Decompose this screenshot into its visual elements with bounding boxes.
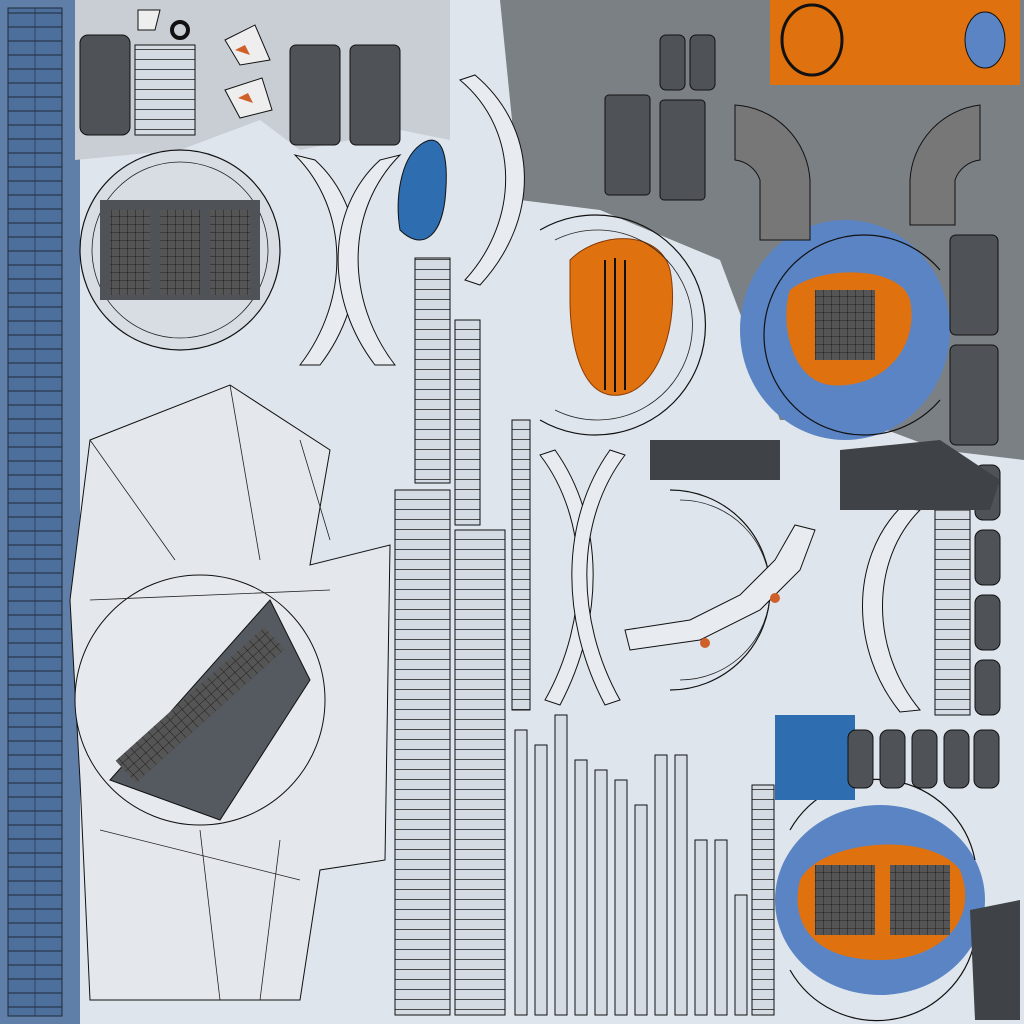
ring-orange-right (740, 220, 950, 440)
left-striped-strip (7, 7, 63, 1017)
top-left-panels (79, 9, 401, 146)
ring-middle-right (624, 489, 816, 691)
ring-orange-center (539, 214, 706, 436)
ring-orange-bottom-right (775, 778, 985, 1022)
blue-patch-top (397, 139, 447, 241)
vertical-strips (394, 257, 971, 1016)
dark-pads (604, 34, 1020, 1020)
fan-panel (69, 384, 391, 1001)
curved-strips (293, 74, 922, 713)
ring-top-left (79, 149, 281, 351)
top-right-orange-shapes (734, 0, 1020, 241)
